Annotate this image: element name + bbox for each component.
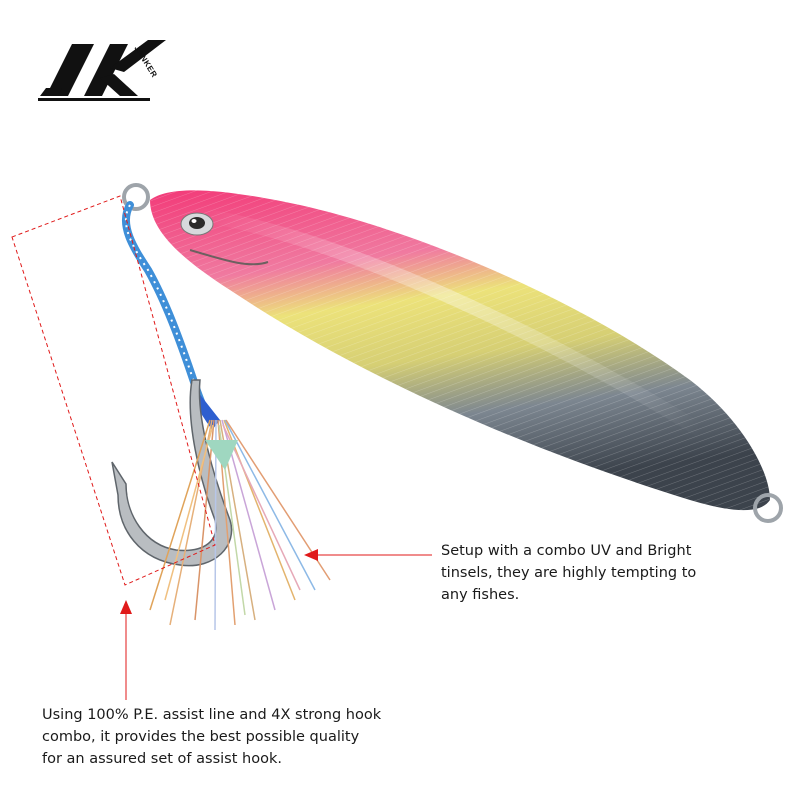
front-split-ring (122, 183, 150, 211)
callout-graphics (11, 195, 432, 700)
callout-line: combo, it provides the best possible qua… (42, 729, 360, 745)
callout-line: any fishes. (441, 587, 520, 603)
callout-line: tinsels, they are highly tempting to (441, 565, 697, 581)
hook-callout-arrow (120, 600, 132, 614)
tinsel-skirt (149, 419, 331, 631)
tinsel-callout-text: Setup with a combo UV and Bright tinsels… (441, 540, 696, 606)
brand-logo (38, 34, 178, 104)
jig-body (150, 190, 770, 511)
assist-hook-callout-text: Using 100% P.E. assist line and 4X stron… (42, 704, 381, 770)
jig-eye (180, 212, 214, 236)
callout-line: Using 100% P.E. assist line and 4X stron… (42, 707, 382, 723)
tinsel-callout-arrow (304, 549, 318, 561)
rear-split-ring (753, 493, 783, 523)
callout-line: for an assured set of assist hook. (42, 751, 282, 767)
callout-line: Setup with a combo UV and Bright (441, 543, 692, 559)
jk-logo-mark (38, 40, 166, 101)
hook-highlight-box (11, 195, 216, 586)
assist-hook (111, 379, 233, 567)
